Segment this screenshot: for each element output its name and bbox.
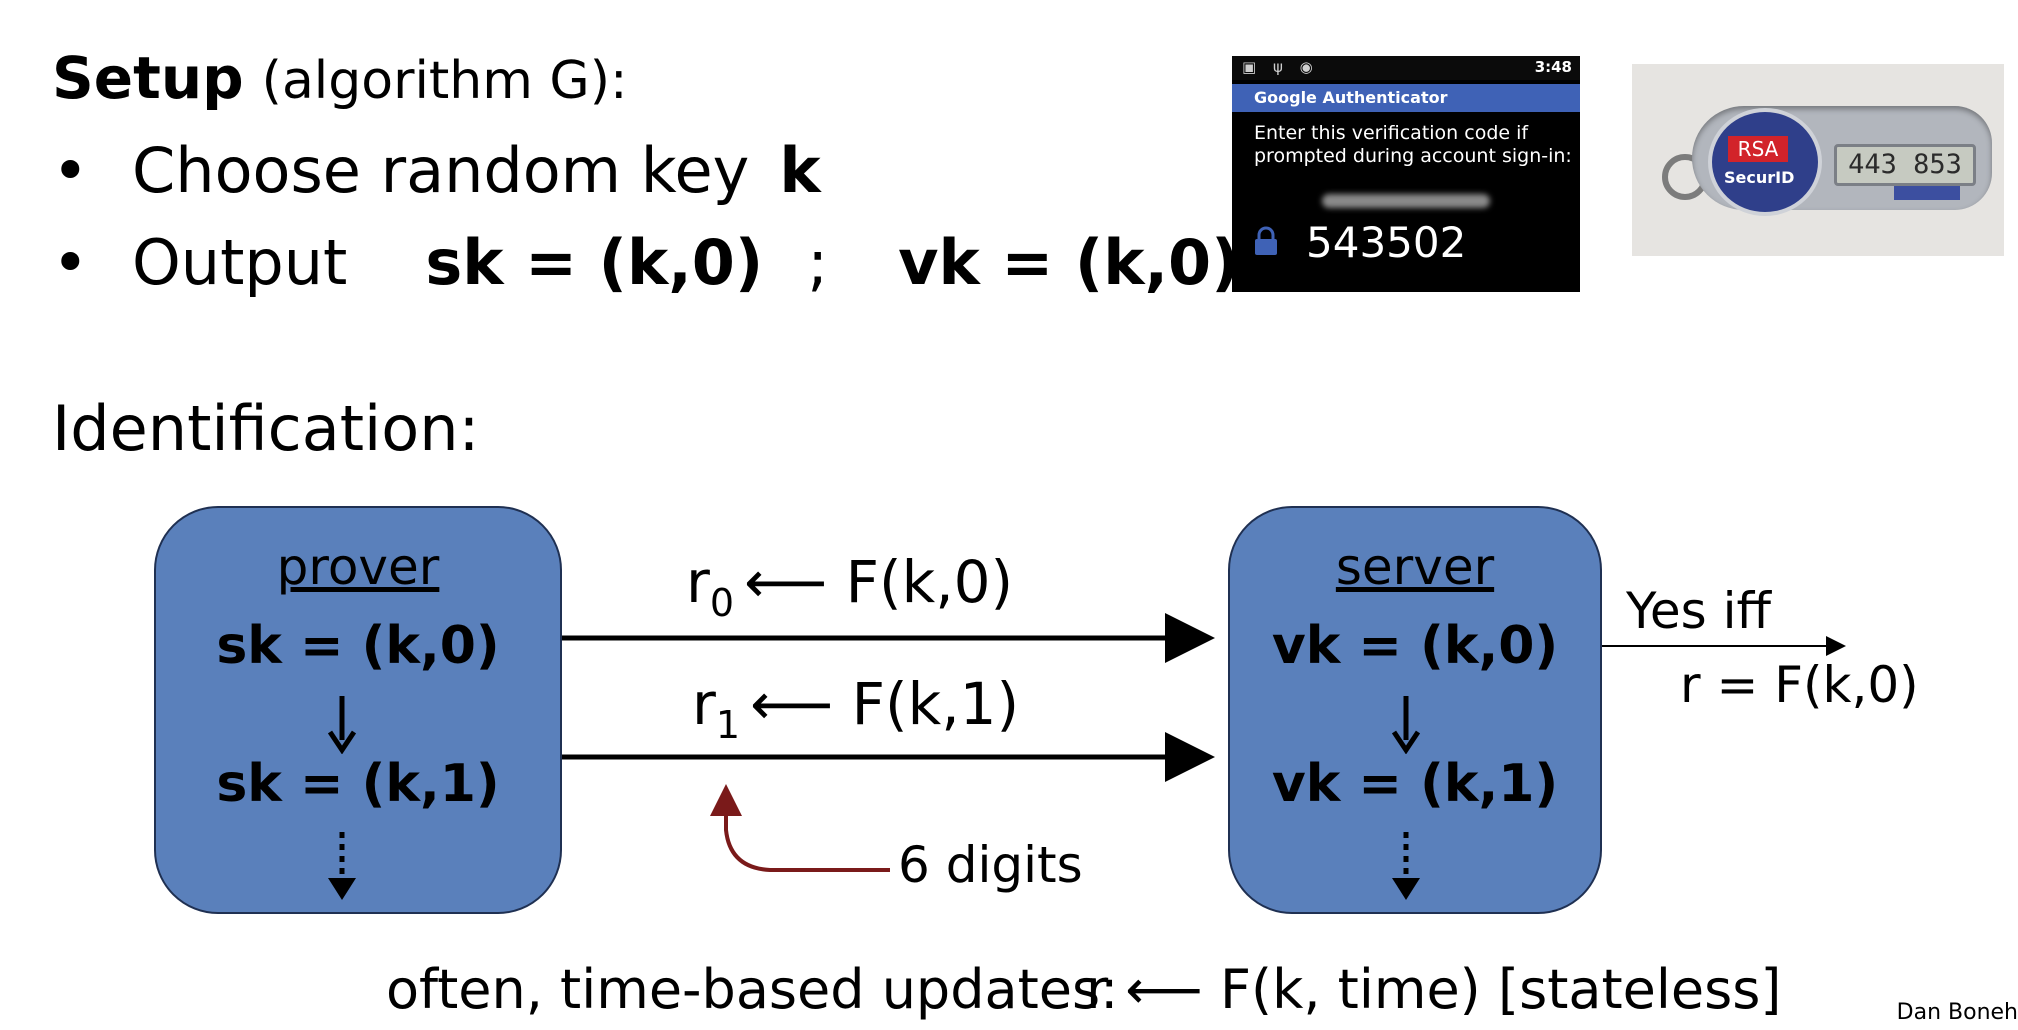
message-1-label: r1⟵ F(k,1) [692, 670, 1019, 747]
message-0-label: r0⟵ F(k,0) [686, 548, 1013, 625]
phone-app-title: Google Authenticator [1254, 88, 1448, 107]
response-index: 1 [715, 703, 741, 747]
prover-state-0: sk = (k,0) [216, 616, 500, 676]
token-display: 443 853 [1834, 144, 1976, 186]
key-symbol: k [779, 134, 821, 207]
response-symbol: r [692, 670, 716, 738]
footer-text: often, time-based updates: [386, 958, 1119, 1021]
down-arrow-icon [1391, 696, 1421, 754]
response-symbol: r [686, 548, 710, 616]
bullet-text: Choose random key [132, 134, 750, 207]
bullet-marker: • [52, 134, 89, 207]
bullet-output: • Output sk = (k,0); vk = (k,0) [52, 226, 1240, 299]
bullet-marker: • [52, 226, 89, 299]
annotation-arrow [710, 784, 890, 872]
response-index: 0 [709, 581, 735, 625]
continuation-arrow-icon [328, 832, 356, 900]
verification-code: 543502 [1306, 218, 1467, 267]
token-badge [1894, 186, 1960, 200]
phone-clock: 3:48 [1534, 58, 1572, 76]
verdict-line-2: r = F(k,0) [1680, 656, 1919, 714]
server-state-1: vk = (k,1) [1271, 754, 1559, 814]
authenticator-phone-screenshot: ▣ ψ ◉ 3:48 Google Authenticator Enter th… [1232, 56, 1580, 292]
blurred-account-name [1322, 194, 1490, 208]
message-1-formula: ⟵ F(k,1) [750, 670, 1020, 738]
bullet-choose-key: • Choose random key k [52, 134, 821, 207]
verdict-line-1: Yes iff [1626, 582, 1771, 640]
phone-message: Enter this verification code if prompted… [1254, 122, 1572, 167]
server-box: server vk = (k,0) vk = (k,1) [1228, 506, 1602, 914]
identification-label: Identification: [52, 392, 480, 465]
setup-subtitle: (algorithm G): [261, 51, 628, 111]
message-0-formula: ⟵ F(k,0) [744, 548, 1014, 616]
token-logo-disc [1708, 108, 1822, 216]
down-arrow-icon [327, 696, 357, 754]
prover-title: prover [276, 538, 440, 596]
rsa-logo: RSA [1728, 136, 1788, 162]
prover-state-1: sk = (k,1) [216, 754, 500, 814]
status-icons: ▣ ψ ◉ [1242, 58, 1319, 76]
digits-annotation: 6 digits [898, 836, 1083, 894]
setup-title: Setup [52, 44, 244, 112]
rsa-token-photo: RSA SecurID 443 853 [1632, 64, 2004, 256]
bullet-text: Output [132, 226, 348, 299]
footer-formula: r ⟵ F(k, time) [1086, 958, 1481, 1021]
setup-heading: Setup (algorithm G): [52, 44, 628, 112]
server-title: server [1335, 538, 1495, 596]
prover-box: prover sk = (k,0) sk = (k,1) [154, 506, 562, 914]
footer-tag: [stateless] [1498, 958, 1782, 1021]
securid-label: SecurID [1724, 168, 1795, 187]
continuation-arrow-icon [1392, 832, 1420, 900]
verification-key: vk = (k,0) [898, 226, 1240, 299]
phone-status-bar: ▣ ψ ◉ 3:48 [1232, 56, 1580, 80]
server-state-0: vk = (k,0) [1271, 616, 1559, 676]
separator: ; [807, 226, 829, 299]
phone-app-bar: Google Authenticator [1232, 84, 1580, 112]
lock-icon [1255, 226, 1277, 255]
author-credit: Dan Boneh [1896, 1000, 2018, 1025]
signing-key: sk = (k,0) [425, 226, 764, 299]
